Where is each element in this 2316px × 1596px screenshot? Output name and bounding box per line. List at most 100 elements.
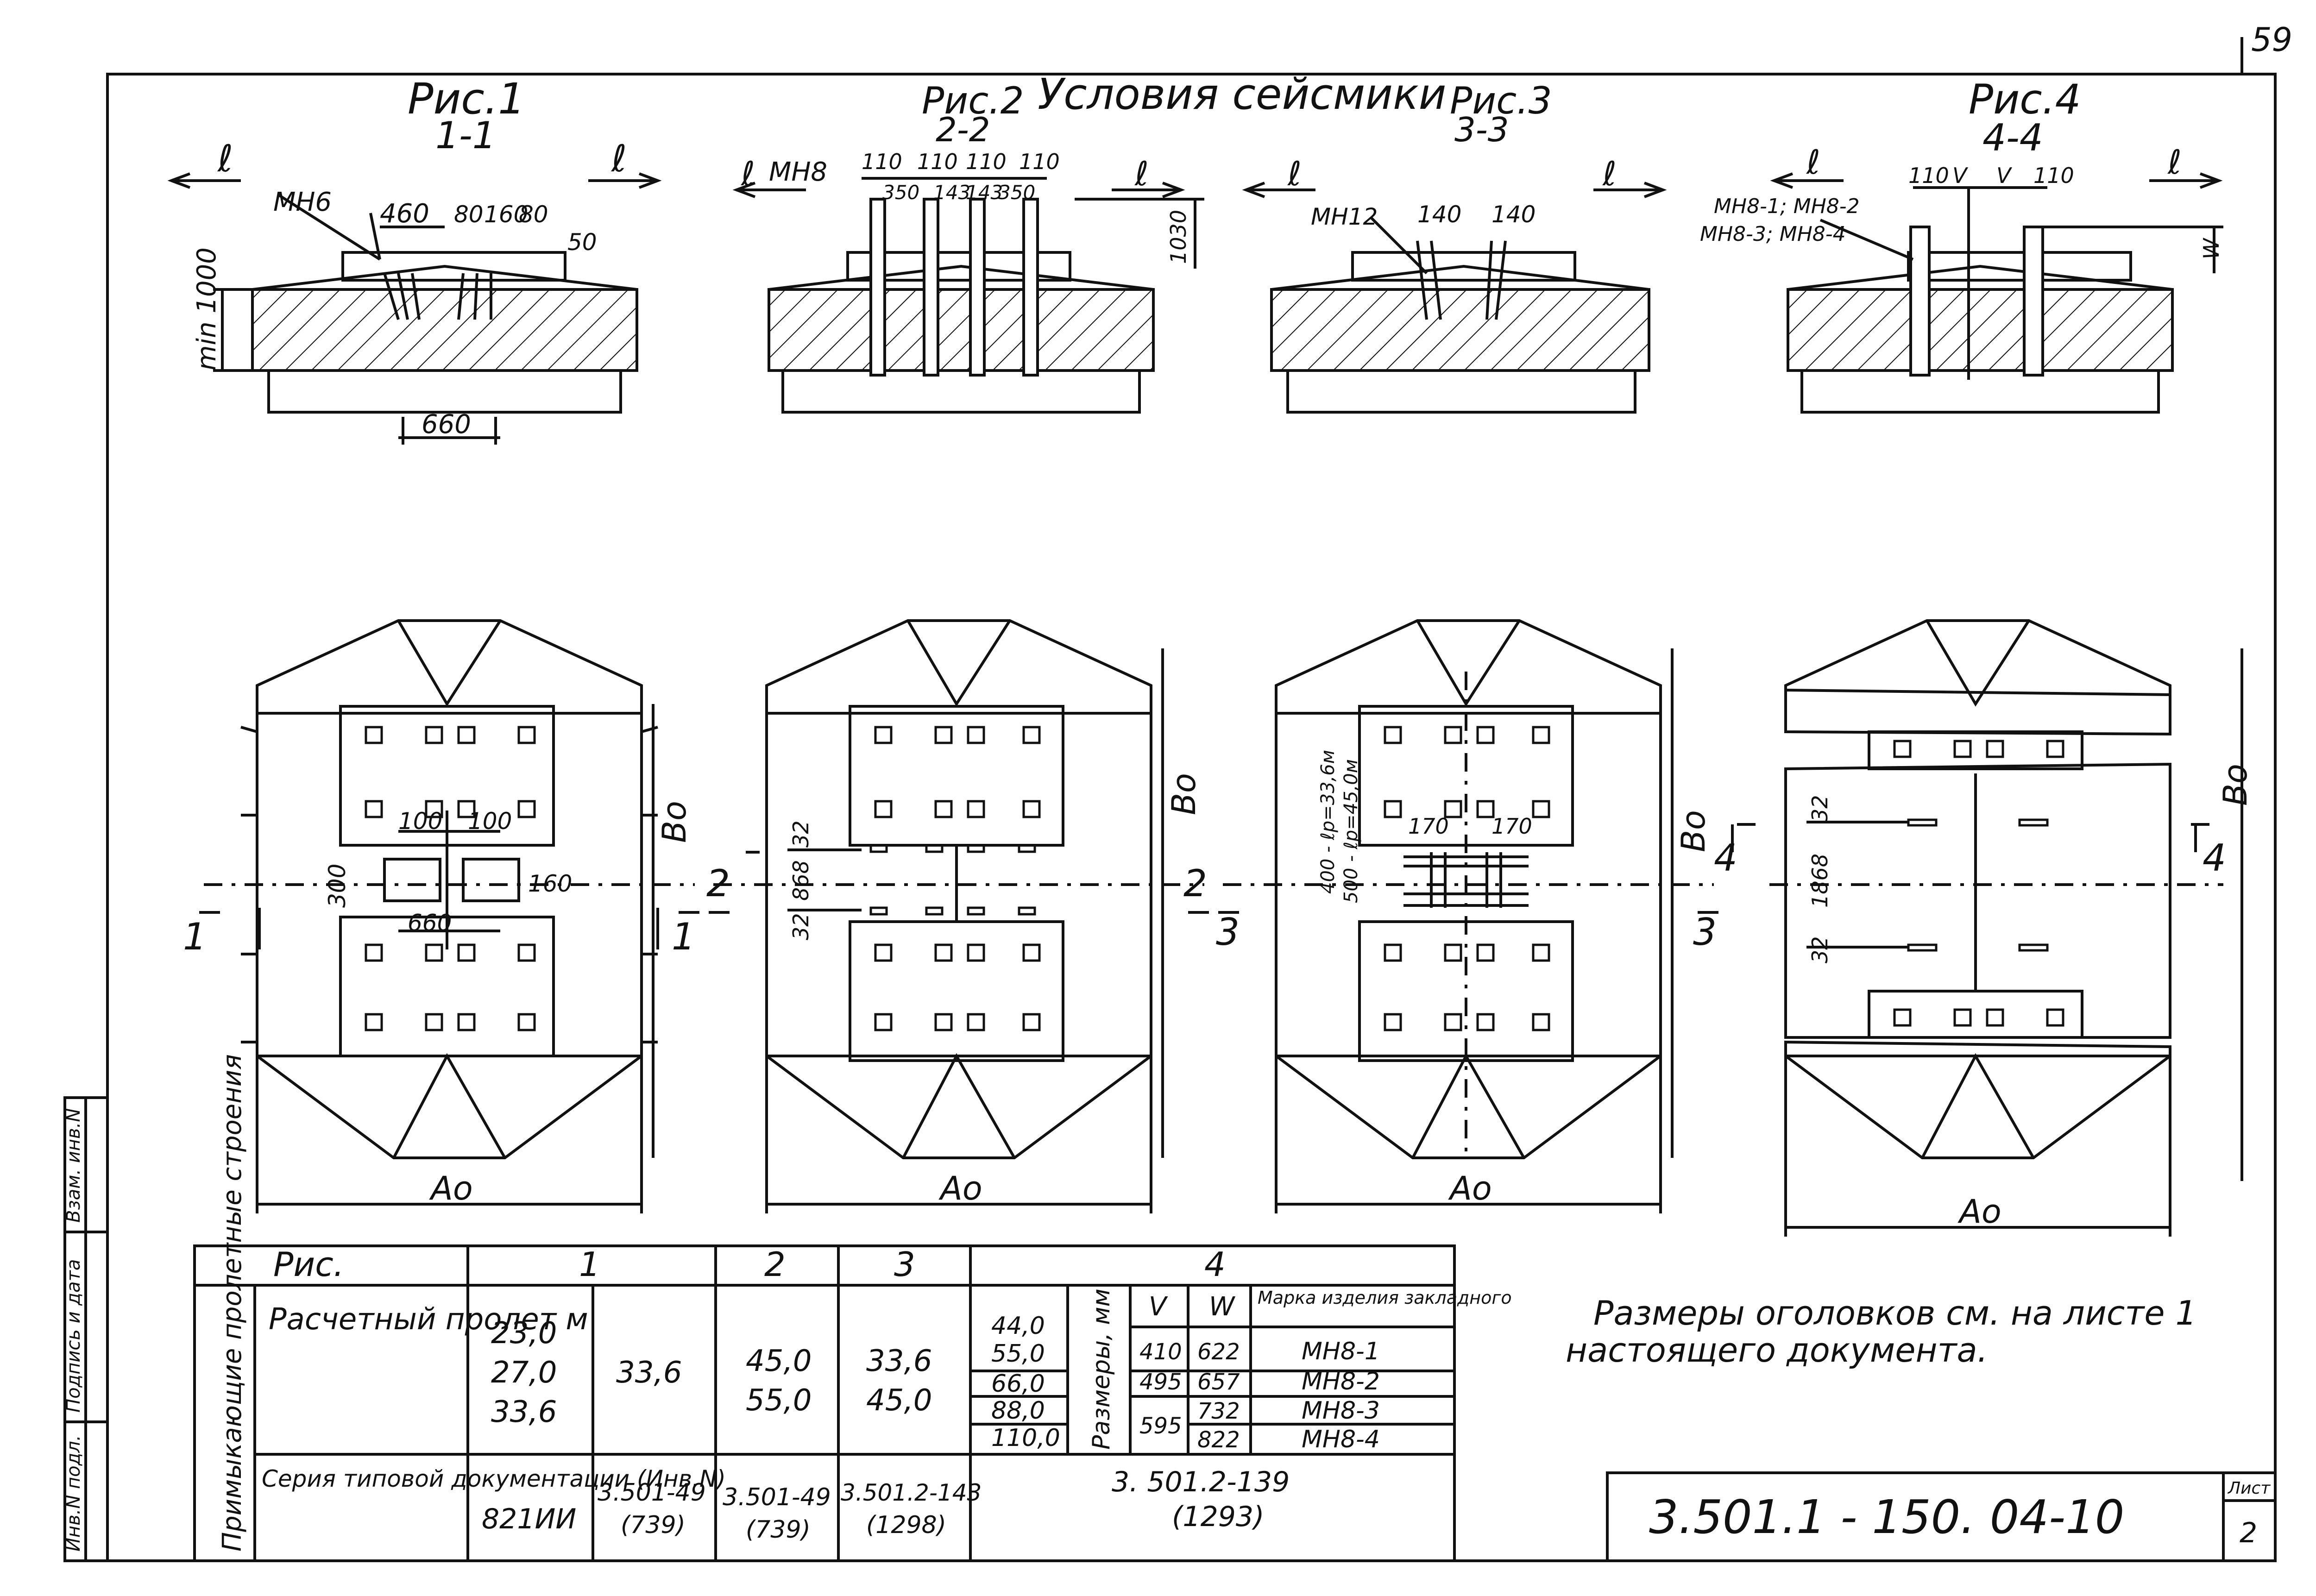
row1-c1b: 33,6: [616, 1356, 682, 1390]
fig3-span-left: ℓ: [1287, 154, 1302, 193]
fig2-span-right: ℓ: [1134, 154, 1149, 193]
table-col-4: 4: [1204, 1245, 1226, 1284]
fig4-dim-v2: V: [1996, 163, 2013, 188]
row1-c4-w-1: 657: [1197, 1369, 1240, 1395]
fig4-ao: Ао: [1957, 1193, 2001, 1231]
figure-4: Рис.4 4-4 ℓ ℓ МН8-1; МН8-2 МН8-3; МН8-4 …: [1700, 75, 2254, 1237]
row2-c4-1: (1293): [1172, 1501, 1265, 1533]
fig4-dim-b: 110: [2033, 163, 2074, 188]
fig2-embedded: МН8: [769, 157, 827, 187]
fig2-t4: 110: [1019, 149, 1060, 174]
row1-c4-v-0: 410: [1139, 1339, 1182, 1365]
row2-c4-0: 3. 501.2-139: [1112, 1466, 1290, 1498]
stamp-replacement: Взам. инв.N: [63, 1108, 84, 1223]
fig3-plan-e2: 500 - ℓр=45,0м: [1341, 759, 1362, 903]
row1-c4-w-0: 622: [1197, 1339, 1240, 1365]
fig4-plan-32b: 32: [1807, 936, 1832, 963]
fig4-plan-32a: 32: [1807, 795, 1832, 822]
table-col-3: 3: [894, 1245, 915, 1284]
row1-c4-span-2: 66,0: [991, 1370, 1045, 1398]
fig1-spacing: 660: [422, 409, 471, 440]
table-col-1: 1: [579, 1245, 600, 1284]
row1-c3-1: 45,0: [866, 1383, 932, 1418]
fig3-embedded: МН12: [1311, 203, 1378, 230]
fig3-ao: Ао: [1448, 1169, 1492, 1207]
fig3-dim-b: 140: [1492, 201, 1536, 228]
fig4-span-right: ℓ: [2167, 143, 2182, 182]
fig3-title: Рис.3: [1450, 79, 1552, 122]
fig2-bo: Во: [1165, 773, 1203, 815]
fig4-section: 4-4: [1982, 116, 2043, 159]
fig3-dim-a: 140: [1417, 201, 1461, 228]
row1-c4-span-0: 44,0: [991, 1312, 1045, 1340]
row2-c2-0: 3.501-49: [723, 1483, 831, 1511]
fig3-section: 3-3: [1454, 110, 1509, 149]
fig1-span-right: ℓ: [610, 137, 627, 180]
corner-sheet-number: 59: [2251, 21, 2292, 59]
fig4-embedded2: МН8-3; МН8-4: [1700, 222, 1846, 246]
fig1-title: Рис.1: [408, 74, 525, 124]
row1-c4-w-3: 822: [1197, 1427, 1240, 1453]
fig1-dim-d: 80: [519, 201, 548, 228]
row1-c4-sizes-label: Размеры, мм: [1088, 1288, 1115, 1450]
fig2-t2: 110: [917, 149, 958, 174]
fig1-plan-100a: 100: [398, 808, 442, 835]
fig4-cut-left: 4: [1714, 836, 1737, 880]
row1-c1a-2: 33,6: [491, 1395, 557, 1429]
row2-c1b-0: 3.501-49: [598, 1479, 706, 1507]
row1-c1a-1: 27,0: [491, 1356, 557, 1390]
fig1-plan-160: 160: [528, 870, 572, 897]
fig2-s1: 350: [882, 181, 919, 204]
row1-c4-mark-3: МН8-4: [1302, 1426, 1380, 1453]
fig1-cut-left: 1: [183, 915, 207, 958]
table-col-2: 2: [764, 1245, 786, 1284]
row1-c4-v-2: 595: [1139, 1413, 1182, 1439]
fig2-height: 1030: [1166, 210, 1191, 264]
data-table: [193, 1244, 1456, 1562]
row1-c4-span-4: 110,0: [991, 1424, 1060, 1452]
fig2-t1: 110: [862, 149, 902, 174]
stamp-signature: Подпись и дата: [63, 1259, 84, 1413]
fig3-cut-right: 3: [1693, 911, 1717, 954]
row1-c2-1: 55,0: [746, 1383, 812, 1418]
row1-c4-mark-head: Марка изделия закладного: [1258, 1288, 1512, 1308]
fig4-dim-a: 110: [1908, 163, 1949, 188]
row1-c4-span-3: 88,0: [991, 1397, 1045, 1425]
fig1-embedded: МН6: [273, 187, 332, 217]
fig4-bo: Во: [2216, 764, 2254, 806]
fig2-s4: 350: [998, 181, 1035, 204]
fig3-plan-170a: 170: [1408, 814, 1449, 839]
row2-c3-0: 3.501.2-143: [841, 1479, 982, 1506]
fig4-embedded: МН8-1; МН8-2: [1714, 195, 1860, 218]
row1-c4-v-1: 495: [1139, 1369, 1182, 1395]
row2-c2-1: (739): [746, 1516, 811, 1544]
fig2-title: Рис.2: [922, 79, 1024, 122]
sheet-label: Лист: [2227, 1479, 2271, 1498]
header-title: Условия сейсмики: [1038, 69, 1446, 119]
row1-c4-w-2: 732: [1197, 1398, 1240, 1424]
row2-c3-1: (1298): [866, 1511, 946, 1539]
fig2-cut-left: 2: [706, 862, 730, 905]
row1-c1a-0: 23,0: [491, 1316, 557, 1351]
doc-code: 3.501.1 - 150. 04-10: [1649, 1490, 2124, 1544]
fig1-section: 1-1: [435, 114, 496, 157]
figure-2: Рис.2 2-2 ℓ ℓ МН8 110 110 110 110 350 14…: [706, 79, 1209, 1213]
row2-label: Серия типовой документации (Инв.N): [262, 1465, 726, 1492]
fig4-title: Рис.4: [1969, 75, 2081, 123]
fig1-span-left: ℓ: [217, 137, 233, 180]
fig3-cut-left: 3: [1216, 911, 1240, 954]
fig3-bo: Во: [1674, 810, 1712, 852]
fig2-plan-32b: 32: [788, 913, 813, 940]
fig4-plan-1868: 1868: [1807, 854, 1832, 908]
note-line-1: Размеры оголовков см. на листе 1: [1593, 1294, 2196, 1332]
note-line-2: настоящего документа.: [1566, 1331, 1988, 1370]
fig2-s3: 143: [966, 181, 1003, 204]
row1-c4-mark-1: МН8-2: [1302, 1368, 1380, 1395]
stamp-inventory: Инв.N подл.: [63, 1435, 84, 1552]
row1-c3-0: 33,6: [866, 1344, 932, 1378]
row1-c4-mark-2: МН8-3: [1302, 1397, 1380, 1425]
fig1-dim-e: 50: [567, 229, 597, 256]
fig3-span-right: ℓ: [1602, 154, 1617, 193]
fig2-ao: Ао: [938, 1169, 982, 1207]
